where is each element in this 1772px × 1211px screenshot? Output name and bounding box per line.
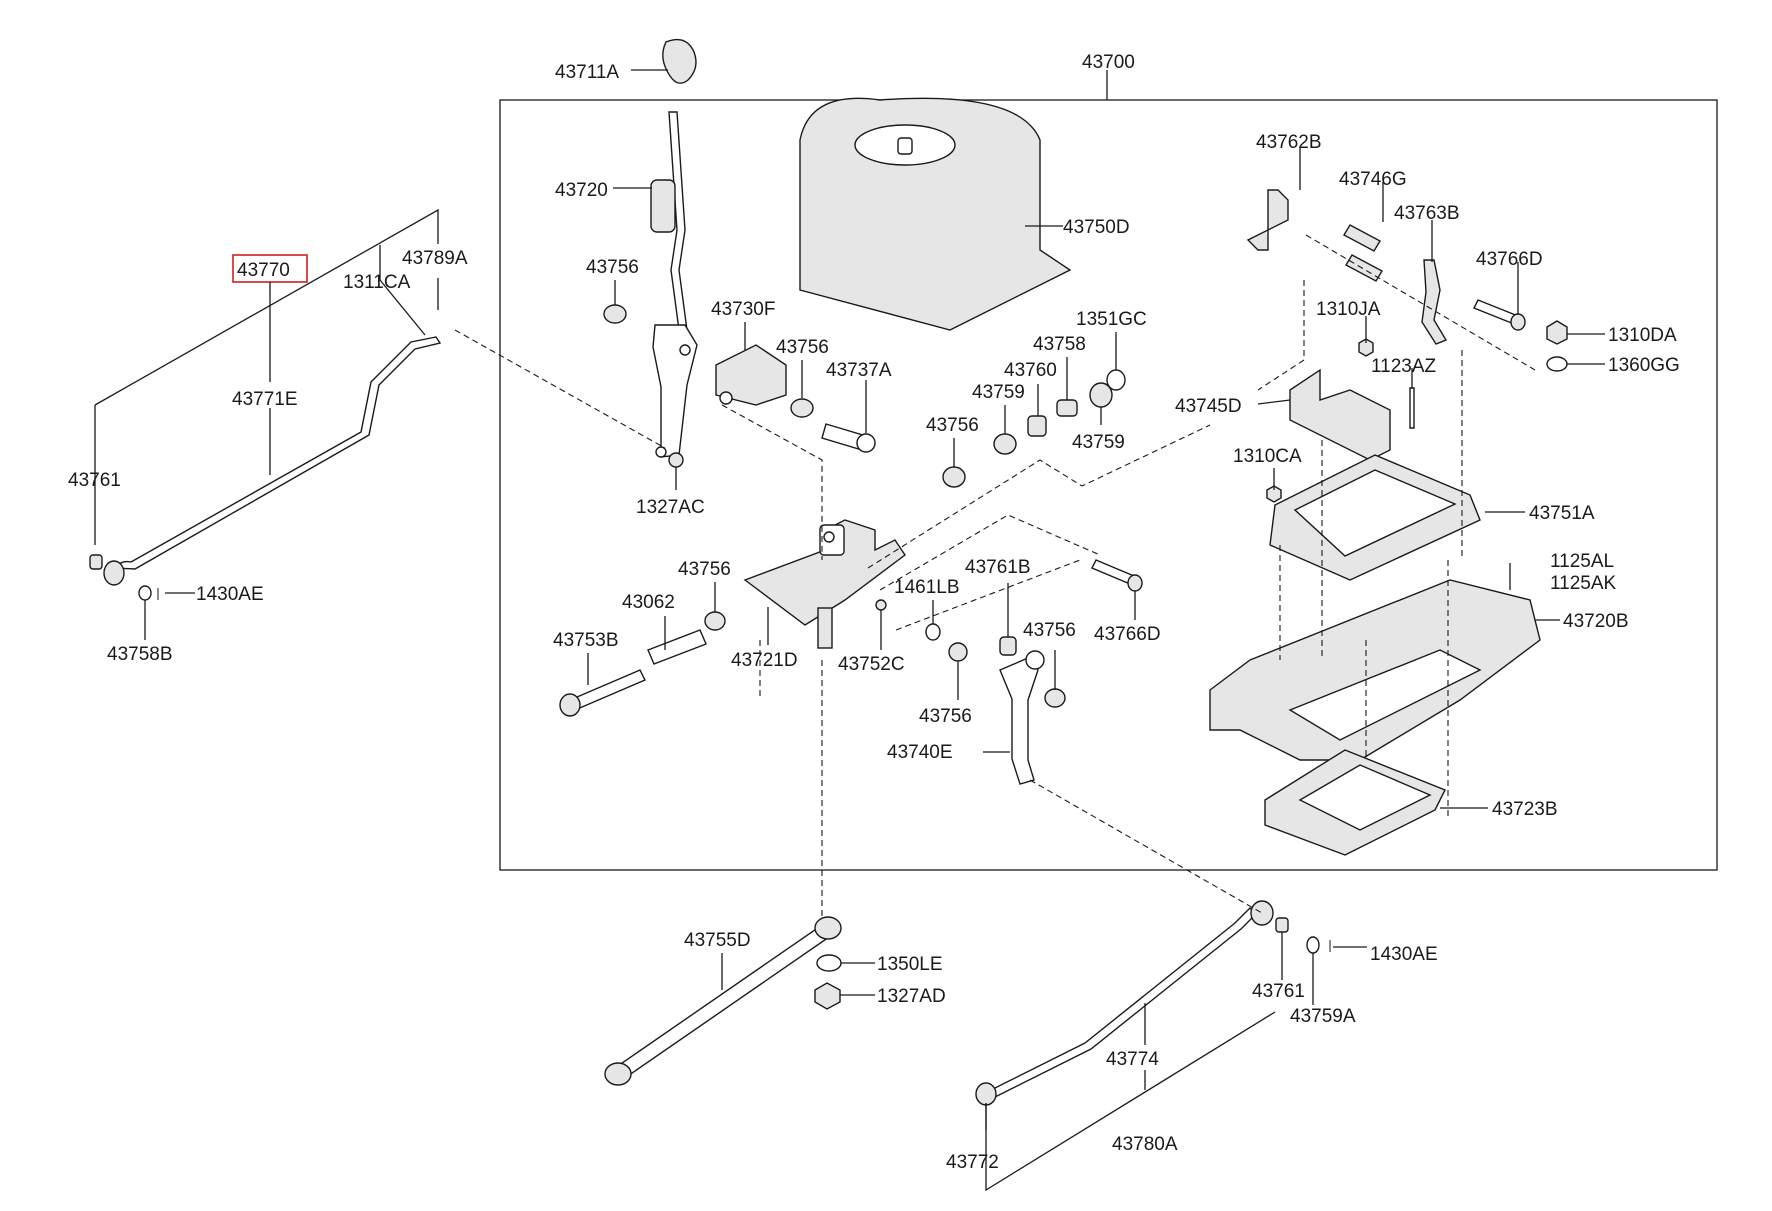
label-43758B: 43758B	[107, 644, 173, 665]
label-1311CA: 1311CA	[343, 272, 411, 293]
assembly-frame-43700	[499, 99, 1718, 871]
label-43763B: 43763B	[1394, 203, 1460, 224]
label-43770: 43770	[237, 260, 290, 281]
label-43740E: 43740E	[887, 742, 953, 763]
tube-43062[interactable]	[647, 629, 707, 665]
label-43752C: 43752C	[838, 654, 905, 675]
label-43761B: 43761B	[965, 557, 1031, 578]
nut-1327AD[interactable]	[814, 982, 841, 1010]
bushing-43761B[interactable]	[999, 636, 1017, 656]
label-43760: 43760	[1004, 360, 1057, 381]
label-43737A: 43737A	[826, 360, 892, 381]
label-43762B: 43762B	[1256, 132, 1322, 153]
bolt-43753B[interactable]	[569, 669, 646, 711]
bushing-43756-e[interactable]	[948, 642, 968, 662]
shift-cable-43771E[interactable]	[113, 336, 442, 570]
bolt-1123AZ[interactable]	[1409, 387, 1415, 429]
label-43750D: 43750D	[1063, 217, 1130, 238]
bushing-43761-b[interactable]	[1275, 917, 1289, 933]
label-1125AK: 1125AK	[1550, 573, 1617, 594]
label-1351GC: 1351GC	[1076, 309, 1147, 330]
label-43720: 43720	[555, 180, 608, 201]
lever-bracket[interactable]	[652, 324, 698, 458]
label-43761-b: 43761	[1252, 981, 1305, 1002]
washer-43752C[interactable]	[875, 599, 887, 611]
bushing-43756-a[interactable]	[603, 304, 627, 324]
label-43700: 43700	[1082, 52, 1135, 73]
label-43753B: 43753B	[553, 630, 619, 651]
label-43751A: 43751A	[1529, 503, 1595, 524]
label-43774: 43774	[1106, 1049, 1159, 1070]
bushing-43759-a[interactable]	[1089, 382, 1113, 408]
label-1327AC: 1327AC	[636, 497, 705, 518]
lever-43740E[interactable]	[999, 657, 1039, 785]
label-43730F: 43730F	[711, 299, 775, 320]
label-1461LB: 1461LB	[894, 577, 960, 598]
label-43746G: 43746G	[1339, 169, 1407, 190]
label-43759A: 43759A	[1290, 1006, 1356, 1027]
label-43756-e: 43756	[1023, 620, 1076, 641]
bracket-43763B[interactable]	[1421, 259, 1448, 345]
label-43756-d: 43756	[678, 559, 731, 580]
label-43772: 43772	[946, 1152, 999, 1173]
label-43759-b: 43759	[1072, 432, 1125, 453]
label-43756-c: 43756	[926, 415, 979, 436]
shift-knob-43711A[interactable]	[662, 38, 697, 84]
label-1327AD: 1327AD	[877, 986, 946, 1007]
washer-1360GG[interactable]	[1546, 356, 1568, 372]
label-43758: 43758	[1033, 334, 1086, 355]
label-43720B: 43720B	[1563, 611, 1629, 632]
label-43062: 43062	[622, 592, 675, 613]
label-43756-b: 43756	[776, 337, 829, 358]
label-43761-a: 43761	[68, 470, 121, 491]
base-plate-43720B[interactable]	[1209, 579, 1541, 761]
clip-1461LB[interactable]	[925, 623, 941, 641]
spring-43760[interactable]	[1027, 415, 1047, 437]
label-43721D: 43721D	[731, 650, 798, 671]
label-43756-f: 43756	[919, 706, 972, 727]
washer-1350LE[interactable]	[816, 954, 842, 972]
label-1360GG: 1360GG	[1608, 355, 1680, 376]
shift-cable-43774[interactable]	[983, 907, 1257, 1100]
bushing-43756-b[interactable]	[790, 398, 814, 418]
label-1350LE: 1350LE	[877, 954, 943, 975]
label-43780A: 43780A	[1112, 1134, 1178, 1155]
label-1123AZ: 1123AZ	[1371, 356, 1437, 377]
bracket-43745D[interactable]	[1289, 368, 1391, 461]
nut-1327AC[interactable]	[668, 452, 684, 468]
label-43759-a: 43759	[972, 382, 1025, 403]
label-43755D: 43755D	[684, 930, 751, 951]
label-43711A: 43711A	[555, 62, 619, 83]
bushing-43756-d[interactable]	[704, 611, 726, 631]
label-43789A: 43789A	[402, 248, 468, 269]
label-43766D-a: 43766D	[1476, 249, 1543, 270]
label-1310CA: 1310CA	[1233, 446, 1302, 467]
label-43756-a: 43756	[586, 257, 639, 278]
label-1430AE-a: 1430AE	[196, 584, 264, 605]
label-1125AL: 1125AL	[1550, 551, 1614, 572]
label-43771E: 43771E	[232, 389, 298, 410]
label-43723B: 43723B	[1492, 799, 1558, 820]
bracket-43762B[interactable]	[1246, 189, 1289, 251]
label-1310JA: 1310JA	[1316, 299, 1381, 320]
label-43766D-b: 43766D	[1094, 624, 1161, 645]
washer-43759A[interactable]	[1306, 936, 1320, 954]
nut-1310DA[interactable]	[1546, 320, 1568, 345]
spacer-43758[interactable]	[1056, 399, 1078, 417]
bushing-43759-b[interactable]	[993, 433, 1017, 455]
bushing-43746G[interactable]	[1343, 224, 1383, 282]
bushing-43756-f[interactable]	[1044, 688, 1066, 708]
bracket-43730F[interactable]	[715, 344, 787, 406]
label-43745D: 43745D	[1175, 396, 1242, 417]
label-1430AE-b: 1430AE	[1370, 944, 1438, 965]
label-1310DA: 1310DA	[1608, 325, 1677, 346]
bushing-43756-c[interactable]	[942, 466, 966, 488]
